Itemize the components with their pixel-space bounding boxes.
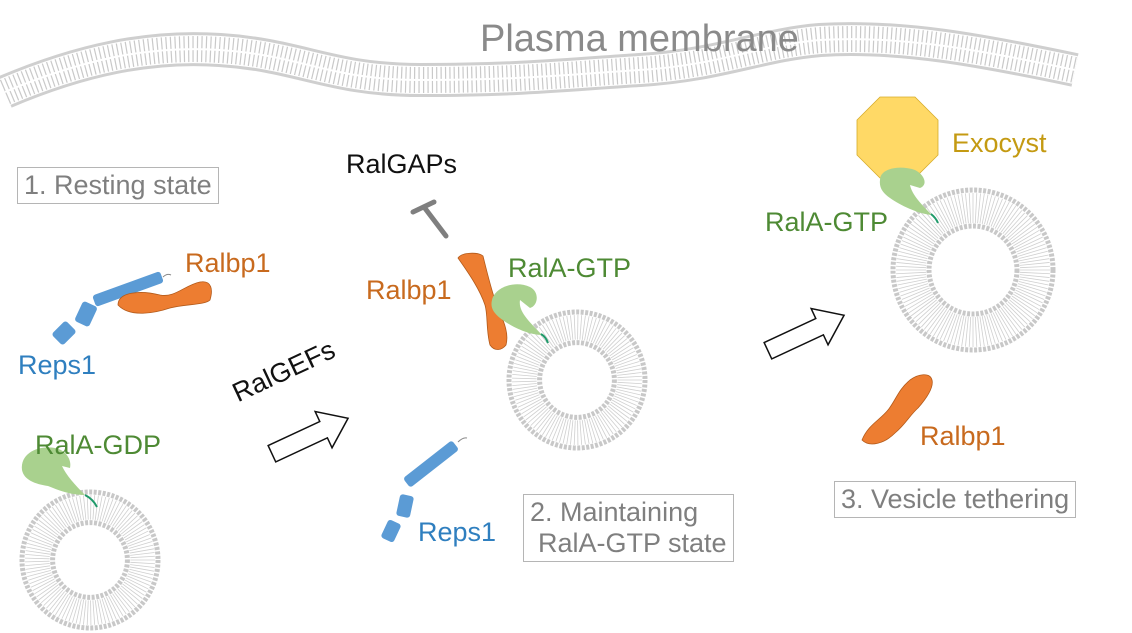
stage-3-label: 3. Vesicle tethering [834,481,1077,519]
reps1-stage1-label: Reps1 [18,350,97,380]
stage-1-text: 1. Resting state [24,170,212,200]
exocyst-label: Exocyst [952,128,1047,158]
inhibit-icon [410,199,449,239]
plasma-membrane [0,22,1079,108]
stage-1-label: 1. Resting state [17,167,219,205]
rala-gtp-stage3-label: RalA-GTP [765,207,889,237]
reps1-stage1-shape [52,271,172,345]
ralbp1-stage3-label: Ralbp1 [920,421,1006,451]
tethering-arrow [763,307,846,360]
reps1-stage2-label: Reps1 [418,517,497,547]
reps1-stage2-shape [381,437,468,543]
ralbp1-stage1-shape [117,281,212,314]
ralbp1-stage2-label: Ralbp1 [366,275,452,305]
rala-gtp-stage2-shape [491,284,542,335]
stage-3-text: 3. Vesicle tethering [841,484,1070,514]
ralbp1-stage2-shape [457,252,508,350]
diagram-title: Plasma membrane [480,18,799,60]
ralgaps-label: RalGAPs [346,149,458,179]
stage-2-text-line2: RalA-GTP state [538,528,727,559]
rala-gtp-stage2-label: RalA-GTP [508,253,632,283]
rala-gdp-shape [21,447,85,495]
vesicle-stage1 [19,489,161,631]
ralbp1-stage3-shape [861,374,933,445]
ralbp1-stage1-label: Ralbp1 [185,248,271,278]
rala-gdp-label: RalA-GDP [35,430,162,460]
vesicle-stage3 [890,187,1056,353]
vesicle-stage2 [506,309,648,451]
exocyst-shape [856,96,939,179]
stage-2-text-line1: 2. Maintaining [530,497,699,527]
ralgefs-arrow [267,410,350,463]
stage-2-label: 2. Maintaining RalA-GTP state [523,494,734,563]
rala-gtp-stage3-shape [879,167,932,215]
